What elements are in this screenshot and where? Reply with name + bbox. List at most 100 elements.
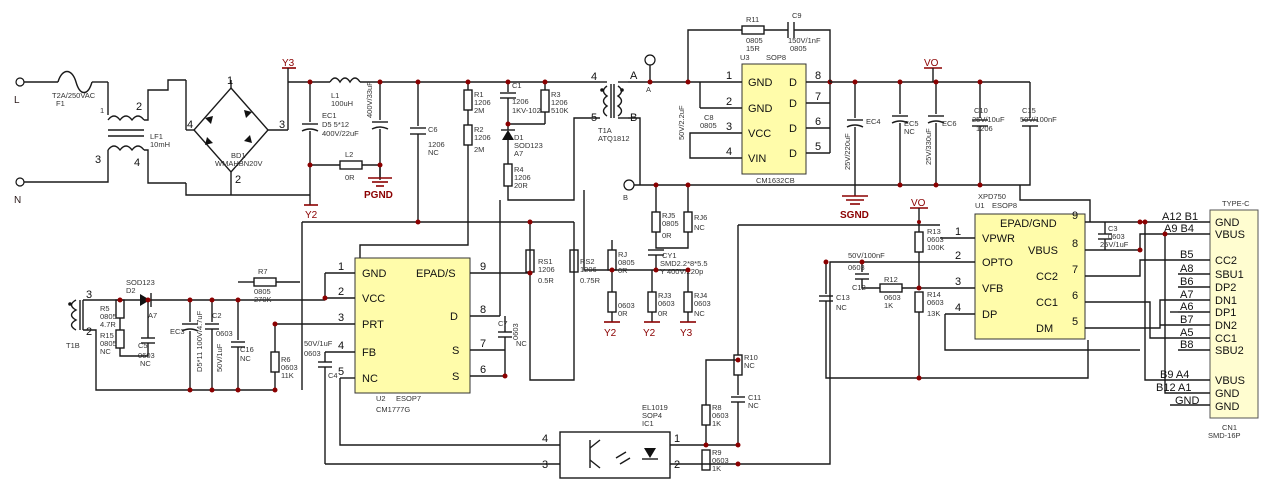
test-point-b[interactable] — [623, 179, 635, 191]
rj4-pkg: 0603 — [694, 299, 711, 308]
cap-ec4[interactable] — [846, 82, 864, 196]
input-section: L T2A/250VAC F1 1 2 3 4 LF1 10mH N — [14, 58, 330, 206]
resistor-r7[interactable] — [253, 277, 277, 287]
c6-pkg: 1206 — [428, 140, 445, 149]
ec3-value: D5*11 100V/4.7uF — [195, 310, 204, 372]
lf1-coil-top[interactable] — [107, 115, 145, 122]
cy1-ref: CY1 — [662, 251, 677, 260]
resistor-r8[interactable] — [701, 404, 711, 426]
c3-pkg: 0603 — [1108, 232, 1125, 241]
transformer-t1b[interactable] — [70, 299, 84, 331]
ic-u3[interactable]: U3 SOP8 CM1632CB — [700, 53, 830, 185]
inductor-l1[interactable] — [329, 77, 361, 84]
cap-c6[interactable] — [410, 127, 426, 135]
ic-u2[interactable]: U2 ESOP7 CM1777G — [275, 257, 530, 414]
resistor-r4[interactable] — [503, 163, 513, 187]
cap-ec6[interactable] — [927, 82, 945, 185]
l1-ref: L1 — [331, 91, 339, 100]
ic1-pin4: 4 — [542, 433, 548, 445]
resistor-r2[interactable] — [463, 124, 473, 146]
c15-value: 50V/100nF — [1020, 115, 1057, 124]
ec4-ref: EC4 — [866, 117, 881, 126]
cap-ec3[interactable] — [181, 323, 199, 332]
diode-d1[interactable] — [502, 130, 514, 140]
u2-pin7-num: 7 — [480, 338, 486, 350]
u2-pin9-name: EPAD/S — [416, 268, 456, 280]
resistor-r12[interactable] — [879, 283, 903, 293]
bridge-bd1[interactable] — [186, 80, 288, 195]
lf1-coil-bottom[interactable] — [107, 145, 145, 152]
fuse-f1-symbol[interactable] — [57, 70, 93, 94]
u3-pkg: SOP8 — [766, 53, 786, 62]
resistor-r3[interactable] — [540, 89, 550, 113]
rj5-value: 0R — [662, 231, 672, 240]
c5-value: NC — [140, 359, 151, 368]
diode-d2[interactable] — [140, 294, 150, 306]
u3-pin-l4-num: 4 — [726, 146, 732, 158]
resistor-r15[interactable] — [115, 329, 125, 349]
cn1-pin4-num: B6 — [1180, 276, 1193, 288]
cn1-gnd-side-label: GND — [1175, 395, 1200, 407]
cap-c10[interactable] — [972, 82, 988, 185]
ec6-value: 25V/330uF — [924, 128, 933, 165]
cap-c15[interactable] — [1020, 82, 1038, 186]
terminal-l[interactable] — [15, 77, 25, 87]
cap-ec2[interactable] — [371, 121, 389, 130]
c8-ref: C8 — [704, 113, 714, 122]
cn1-pin2-name: CC2 — [1215, 255, 1237, 267]
cn1-pin11-name: GND — [1215, 388, 1240, 400]
r5-ref: R5 — [100, 304, 110, 313]
c11-ref: C11 — [748, 393, 761, 402]
resistor-r13[interactable] — [914, 231, 924, 253]
u1-pin5-name: DM — [1036, 323, 1053, 335]
terminal-n[interactable] — [15, 177, 25, 187]
c10-value: 25V/10uF — [972, 115, 1005, 124]
resistor-r9[interactable] — [701, 449, 711, 471]
c9-pkg: 0805 — [790, 44, 807, 53]
resistor-rj2[interactable] — [607, 291, 617, 313]
d2-ref: D2 — [126, 286, 136, 295]
c10-ref: C10 — [974, 106, 988, 115]
cn1-pin0-num: A12 B1 — [1162, 211, 1198, 223]
lf1-value: 10mH — [150, 140, 170, 149]
cap-ec5[interactable] — [891, 82, 909, 185]
connector-cn1[interactable] — [1170, 209, 1259, 419]
resistor-rj6[interactable] — [683, 211, 693, 233]
l1-value: 100uH — [331, 99, 353, 108]
u1-pin7-name: CC2 — [1036, 271, 1058, 283]
optocoupler-ic1[interactable] — [559, 431, 671, 479]
u3-pin-l1-name: GND — [748, 77, 773, 89]
test-point-a[interactable] — [644, 54, 656, 66]
resistor-l2[interactable] — [339, 160, 363, 170]
r4-pkg: 1206 — [514, 173, 531, 182]
resistor-rj4[interactable] — [683, 291, 693, 313]
resistor-r1[interactable] — [463, 89, 473, 111]
resistor-r5[interactable] — [115, 299, 125, 319]
rj-value: 0R — [618, 266, 628, 275]
resistor-rj5[interactable] — [651, 211, 661, 233]
u1-pin2-name: OPTO — [982, 257, 1013, 269]
cn1-pin7-num: B7 — [1180, 314, 1193, 326]
cap-ec1[interactable] — [301, 123, 319, 132]
rj4-value: NC — [694, 309, 705, 318]
resistor-rj[interactable] — [607, 249, 617, 271]
r14-pkg: 0603 — [927, 298, 944, 307]
resistor-r6[interactable] — [270, 351, 280, 373]
resistor-rj3[interactable] — [647, 291, 657, 313]
c2-pkg: 0603 — [216, 329, 233, 338]
resistor-r14[interactable] — [914, 291, 924, 313]
t1a-value: ATQ1812 — [598, 134, 630, 143]
c7-value: NC — [516, 339, 527, 348]
r4-value: 20R — [514, 181, 528, 190]
clamp-section: R1 1206 2M R2 1206 2M C1 1206 1KV-102 R3… — [359, 81, 600, 275]
transformer-t1a[interactable]: 4 5 A B T1A ATQ1812 — [591, 70, 638, 143]
test-point-a-label: A — [646, 85, 651, 94]
cn1-pin8-num: A5 — [1180, 327, 1193, 339]
ic-u1[interactable]: XPD750 U1 ESOP8 — [930, 192, 1105, 340]
ec1-d5: D5 5*12 — [322, 120, 349, 129]
cn1-pin3-name: SBU1 — [1215, 269, 1244, 281]
resistor-r11[interactable] — [741, 25, 765, 35]
r8-ref: R8 — [712, 403, 722, 412]
u3-pin-l1-num: 1 — [726, 70, 732, 82]
